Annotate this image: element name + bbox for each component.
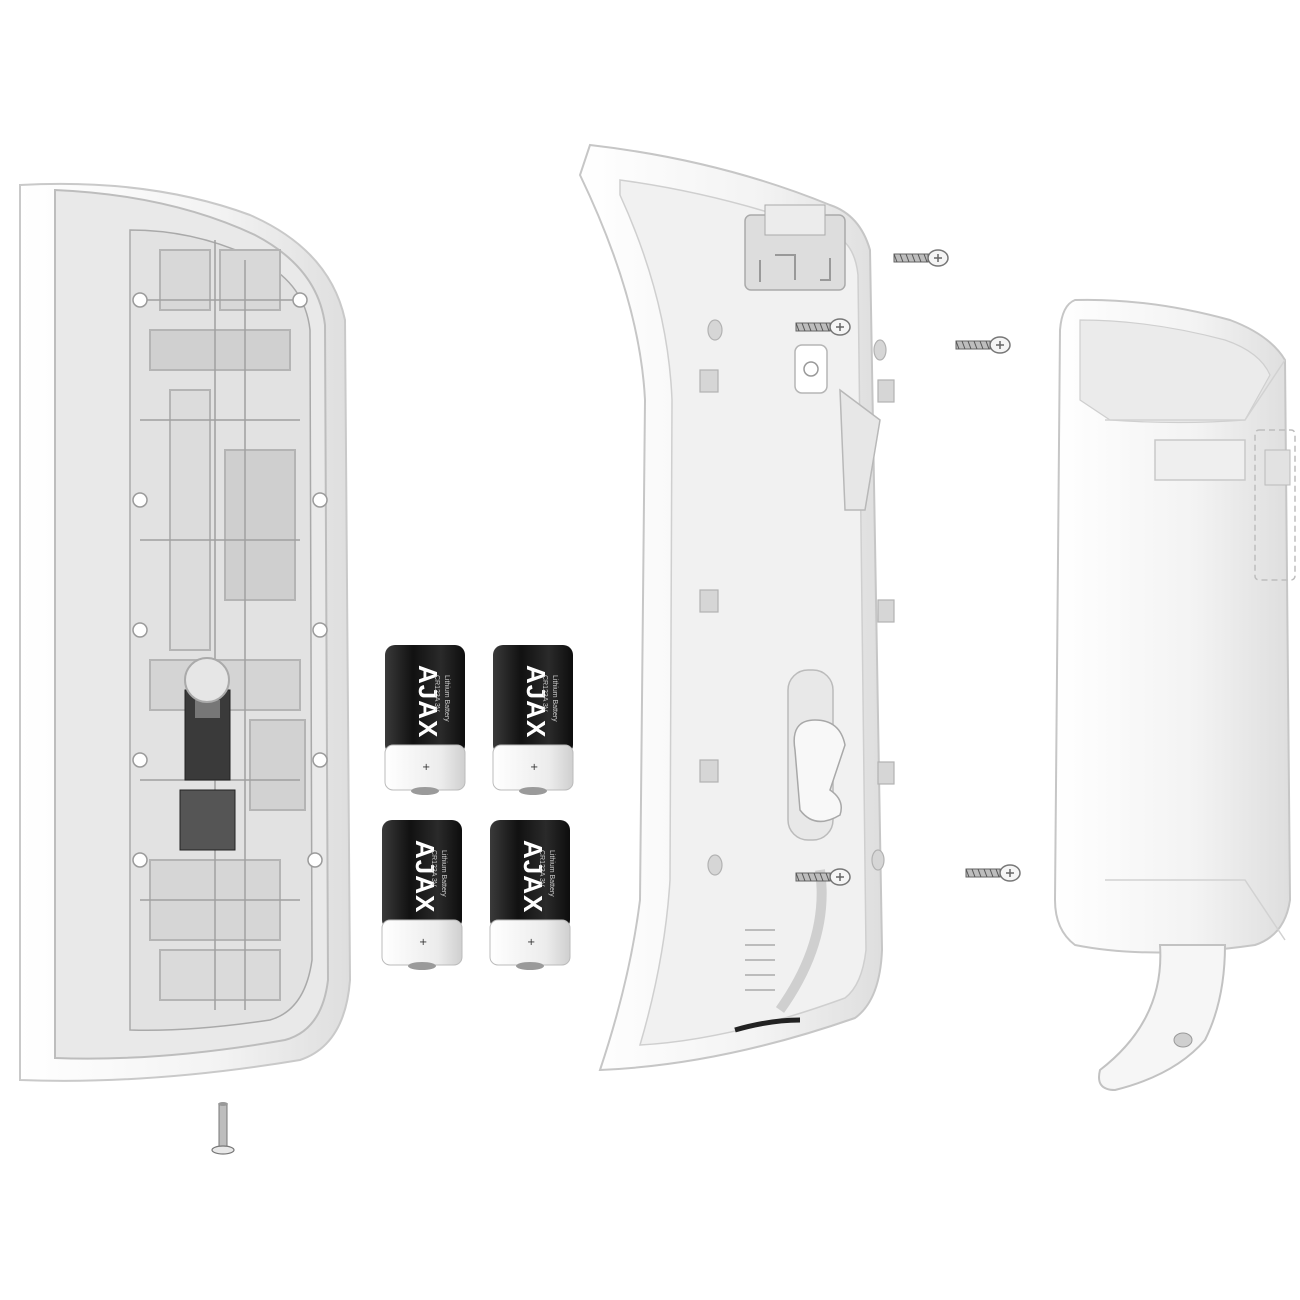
battery-body (490, 820, 570, 930)
battery-plus-sign: + (419, 937, 427, 948)
battery-brand-label: AJAX (410, 840, 440, 913)
battery-subtype-label: Lithium Battery (440, 850, 447, 897)
battery-terminal (519, 787, 547, 795)
casing-screw (211, 1102, 235, 1155)
battery-body (385, 645, 465, 755)
battery-brand-label: AJAX (413, 665, 443, 738)
battery-brand-label: AJAX (521, 665, 551, 738)
battery-plus-sign: + (527, 937, 535, 948)
cover-cable-tail (1098, 944, 1227, 1092)
battery-type-label: CR123A 3V (433, 675, 440, 712)
mounting-bracket (578, 143, 895, 1072)
battery-subtype-label: Lithium Battery (443, 675, 450, 722)
detector-back-casing (19, 182, 352, 1082)
tamper-switch-assembly (179, 657, 236, 851)
battery-body (493, 645, 573, 755)
battery-subtype-label: Lithium Battery (551, 675, 558, 722)
battery-type-label: CR123A 3V (541, 675, 548, 712)
battery-body (382, 820, 462, 930)
battery-type-label: CR123A 3V (430, 850, 437, 887)
battery-terminal (408, 962, 436, 970)
battery-terminal (411, 787, 439, 795)
battery-plus-sign: + (530, 762, 538, 773)
battery-terminal (516, 962, 544, 970)
battery-subtype-label: Lithium Battery (548, 850, 555, 897)
battery-plus-sign: + (422, 762, 430, 773)
battery-brand-label: AJAX (518, 840, 548, 913)
battery-type-label: CR123A 3V (538, 850, 545, 887)
rear-cover (1053, 298, 1296, 1092)
